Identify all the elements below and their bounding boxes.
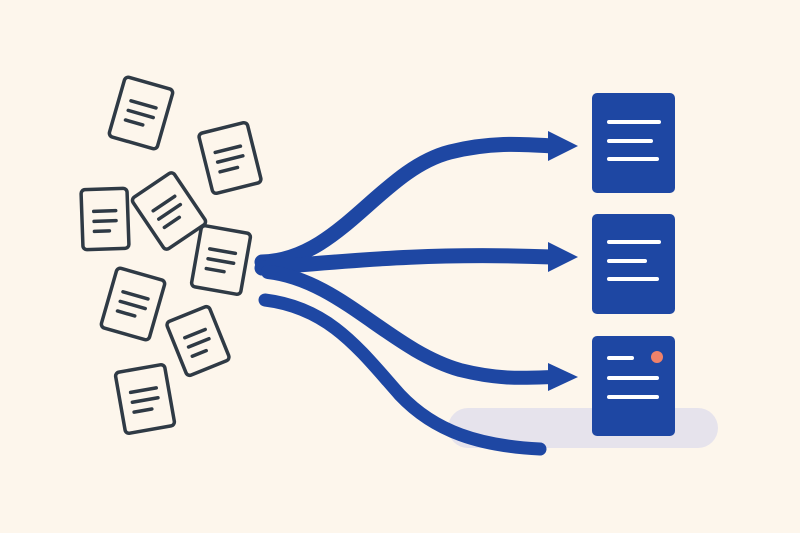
document-outline-icon bbox=[113, 363, 177, 435]
document-outline-icon bbox=[99, 266, 167, 342]
flow-arrow-top bbox=[254, 136, 560, 270]
document-outline-icon bbox=[189, 224, 253, 296]
flow-arrow-middle bbox=[254, 248, 560, 276]
document-outline-icon bbox=[165, 304, 231, 378]
document-filled-icon bbox=[592, 214, 675, 314]
flow-arrows bbox=[254, 136, 560, 456]
document-filled-icon bbox=[592, 93, 675, 193]
notification-dot-icon bbox=[651, 351, 663, 363]
flow-arrow-bottom bbox=[261, 265, 559, 385]
sorted-documents bbox=[592, 93, 675, 436]
arrow-head-bottom bbox=[548, 363, 578, 391]
document-filled-icon bbox=[592, 336, 675, 436]
document-outline-icon bbox=[130, 171, 208, 251]
document-outline-icon bbox=[197, 120, 263, 196]
document-outline-icon bbox=[107, 75, 175, 151]
arrow-heads bbox=[548, 131, 578, 391]
document-outline-icon bbox=[79, 186, 131, 252]
arrow-head-middle bbox=[548, 242, 578, 272]
flow-tail-lower bbox=[258, 293, 547, 456]
arrow-head-top bbox=[548, 131, 578, 161]
scattered-documents bbox=[79, 75, 263, 435]
